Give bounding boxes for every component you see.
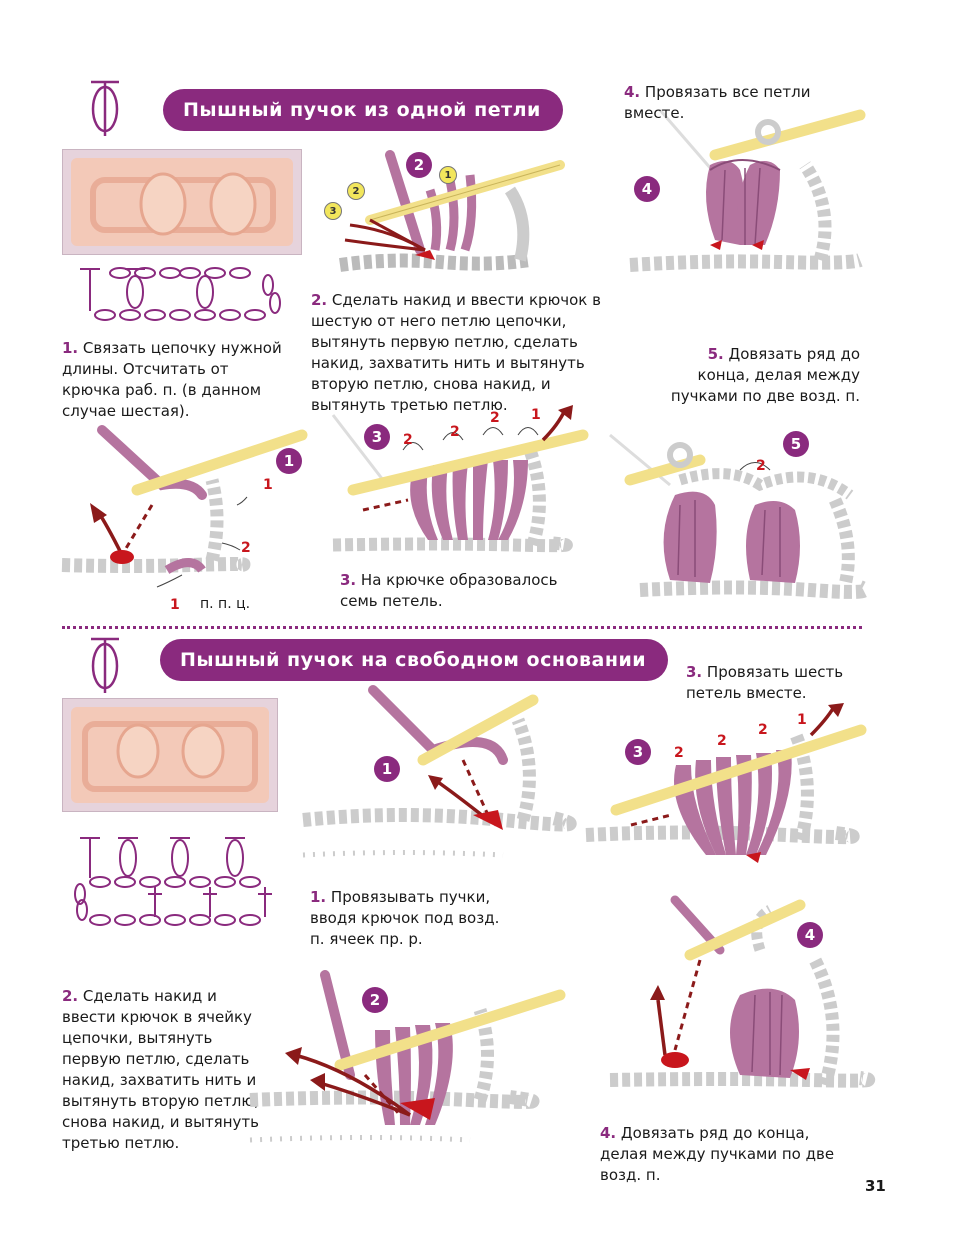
- figure-s2-3-label-b: 2: [717, 733, 727, 749]
- figure-s1-2-circle-2: 2: [347, 182, 365, 200]
- figure-s1-3-label-b: 2: [450, 424, 460, 440]
- figure-s1-5: [609, 433, 872, 599]
- section2-step4: 4. Довязать ряд до конца, делая между пу…: [600, 1124, 835, 1184]
- figure-s1-3-label-c: 2: [490, 410, 500, 426]
- figure-s1-2-circle-1: 1: [439, 166, 457, 184]
- section1-step4: 4. Провязать все петли вместе.: [624, 83, 811, 122]
- figure-s1-4-badge: 4: [634, 176, 660, 202]
- page-number: 31: [865, 1177, 886, 1195]
- figure-s1-1: [61, 425, 308, 588]
- sample-photo-2: [62, 698, 278, 812]
- figure-s2-2-badge: 2: [362, 987, 388, 1013]
- figure-s1-3-label-d: 1: [531, 407, 541, 423]
- figure-s2-3: [585, 703, 867, 863]
- puff-stitch-symbol-2: [91, 637, 119, 693]
- chart-diagram-2: [74, 837, 272, 926]
- section1-step3: 3. На крючке образовалось семь петель.: [340, 571, 558, 610]
- figure-s1-1-label-a: 1: [263, 477, 273, 493]
- figure-s2-4: [609, 895, 876, 1088]
- figure-s2-3-badge: 3: [625, 739, 651, 765]
- figure-s2-3-label-d: 1: [797, 712, 807, 728]
- figure-s1-4: [629, 109, 866, 272]
- section1-title: Пышный пучок из одной петли: [163, 89, 563, 131]
- figure-s1-1-ppc: п. п. ц.: [200, 596, 251, 612]
- figure-s1-5-badge: 5: [783, 431, 809, 457]
- figure-s1-1-label-c: 1: [170, 597, 180, 613]
- figure-s2-4-badge: 4: [797, 922, 823, 948]
- figure-s1-1-badge: 1: [276, 448, 302, 474]
- section2-title: Пышный пучок на свободном основании: [160, 639, 668, 681]
- puff-stitch-symbol: [91, 80, 119, 136]
- figure-s1-2-badge: 2: [406, 152, 432, 178]
- figure-s2-3-label-a: 2: [674, 745, 684, 761]
- figure-s2-1-badge: 1: [374, 756, 400, 782]
- figure-s1-3-badge: 3: [364, 424, 390, 450]
- section2-step2: 2. Сделать накид и ввести крючок в ячейк…: [62, 987, 259, 1152]
- section2-step3: 3. Провязать шесть петель вместе.: [686, 663, 844, 702]
- section-divider: [62, 626, 862, 629]
- figure-s1-1-label-b: 2: [241, 540, 251, 556]
- section1-step5: 5. Довязать ряд до конца, делая между пу…: [670, 345, 860, 405]
- figure-s1-2: [339, 150, 565, 272]
- figure-s1-3-label-a: 2: [403, 432, 413, 448]
- chart-diagram-1: [80, 267, 281, 321]
- figure-s2-1: [302, 685, 577, 858]
- figure-s1-5-label-a: 2: [756, 458, 766, 474]
- section1-step1: 1. Связать цепочку нужной длины. Отсчита…: [62, 339, 282, 420]
- figure-s1-2-circle-3: 3: [324, 202, 342, 220]
- figure-s2-2: [249, 970, 566, 1143]
- figure-s1-3: [331, 405, 589, 553]
- sample-photo-1: [62, 149, 302, 255]
- figure-s2-3-label-c: 2: [758, 722, 768, 738]
- section1-step2: 2. Сделать накид и ввести крючок в шесту…: [311, 291, 601, 414]
- section2-step1: 1. Провязывать пучки, вводя крючок под в…: [310, 888, 500, 948]
